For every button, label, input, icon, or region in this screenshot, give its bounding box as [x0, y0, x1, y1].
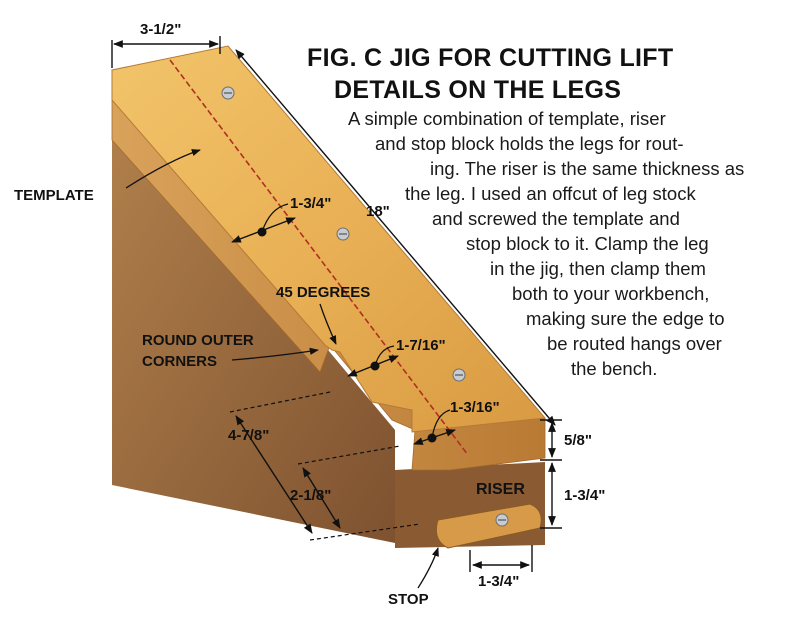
caption-line-3: ing. The riser is the same thickness as [430, 158, 745, 179]
dim-4-7-8 [235, 415, 313, 534]
caption-line-1: A simple combination of template, riser [348, 108, 666, 129]
leader-corners [231, 347, 319, 361]
screw-icon [221, 86, 235, 100]
dim-label-5-8: 5/8" [564, 432, 592, 449]
dim-label-2-1-8: 2-1/8" [290, 487, 331, 504]
caption-line-5: and screwed the template and [432, 208, 680, 229]
dim-label-1-3-4-b: 1-3/4" [564, 487, 605, 504]
dim-2-1-8 [302, 467, 341, 529]
screw-icon [495, 513, 509, 527]
caption-line-9: making sure the edge to [526, 308, 725, 329]
dim-label-width-top: 3-1/2" [140, 21, 181, 38]
caption-line-8: both to your workbench, [512, 283, 710, 304]
caption-line-4: the leg. I used an offcut of leg stock [405, 183, 696, 204]
screw-icon [336, 227, 350, 241]
figure-title-line2: DETAILS ON THE LEGS [334, 76, 622, 104]
caption-line-10: be routed hangs over [547, 333, 722, 354]
figure-title-line1: FIG. C JIG FOR CUTTING LIFT [307, 44, 674, 72]
dim-label-4-7-8: 4-7/8" [228, 427, 269, 444]
label-template: TEMPLATE [14, 187, 94, 204]
dim-label-1-3-4-a: 1-3/4" [290, 195, 331, 212]
caption-line-11: the bench. [571, 358, 658, 379]
dim-label-1-3-4-c: 1-3/4" [478, 573, 519, 590]
caption-line-2: and stop block holds the legs for rout- [375, 133, 684, 154]
dim-length [235, 49, 556, 426]
caption-line-6: stop block to it. Clamp the leg [466, 233, 709, 254]
dim-label-length: 18" [366, 203, 390, 220]
dim-1-3-4-c [469, 545, 533, 572]
dim-width-top [111, 36, 221, 68]
label-degrees: 45 DEGREES [276, 284, 370, 301]
screw-icon [452, 368, 466, 382]
leader-template [125, 149, 201, 189]
caption-line-7: in the jig, then clamp them [490, 258, 706, 279]
dim-label-1-7-16: 1-7/16" [396, 337, 446, 354]
dim-1-3-4-b [540, 462, 562, 529]
dim-label-1-3-16: 1-3/16" [450, 399, 500, 416]
dim-5-8 [540, 419, 562, 461]
label-stop: STOP [388, 591, 429, 608]
leader-stop [417, 547, 439, 589]
leader-degrees [319, 303, 337, 345]
label-riser: RISER [476, 481, 525, 498]
label-corners-line1: ROUND OUTER [142, 332, 254, 349]
label-corners-line2: CORNERS [142, 353, 217, 370]
